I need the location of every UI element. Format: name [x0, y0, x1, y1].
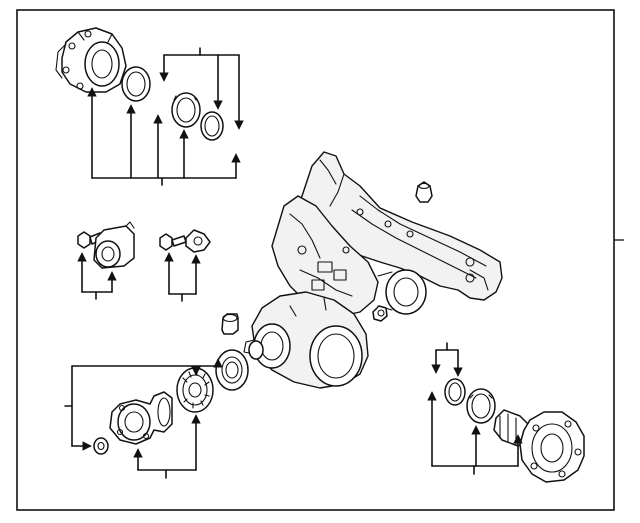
bearing-seal-large — [171, 92, 201, 128]
snap-ring — [444, 378, 466, 406]
callout-top-left — [87, 47, 244, 186]
housing-seal — [121, 66, 151, 102]
sensor-bolt — [159, 233, 187, 251]
temperature-sensor — [185, 229, 211, 253]
bearing-seal-small — [200, 111, 224, 141]
drive-flange — [109, 391, 173, 445]
vent-cap — [415, 181, 433, 203]
mounting-bushing — [93, 221, 135, 269]
callout-bushing — [77, 252, 117, 300]
axle-seal — [466, 388, 496, 424]
output-flange-housing — [493, 409, 585, 483]
pinion-bearing — [176, 367, 214, 413]
small-plug — [372, 305, 388, 322]
callout-bottom-left — [64, 358, 223, 479]
flange-washer — [93, 437, 109, 455]
differential-carrier — [243, 151, 503, 389]
input-flange-housing — [55, 27, 127, 93]
diagram-frame — [16, 9, 615, 511]
callout-bottom-right — [427, 342, 523, 475]
spacer-bushing — [221, 313, 239, 335]
callout-sensor — [164, 252, 201, 302]
pinion-seal — [215, 349, 249, 391]
